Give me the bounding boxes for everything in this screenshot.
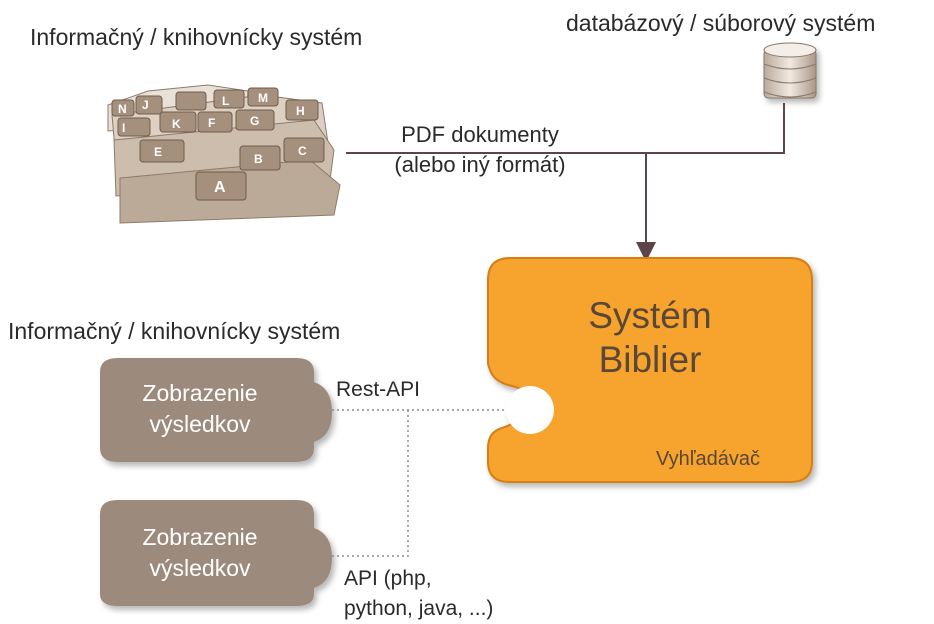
result-box-1: Zobrazenie výsledkov	[100, 378, 300, 440]
result-box-1-shape	[100, 358, 332, 462]
biblier-subtitle: Vyhľadávač	[656, 448, 761, 470]
pdf-connector-label: PDF dokumenty (alebo iný formát)	[360, 120, 600, 180]
card-tab-label: G	[250, 114, 259, 128]
database-label: databázový / súborový systém	[566, 10, 876, 36]
card-tab-label: N	[118, 102, 127, 116]
card-tab-label: C	[298, 144, 307, 158]
result-box-1-line1: Zobrazenie	[142, 380, 258, 406]
pdf-label-line2: (alebo iný formát)	[394, 152, 566, 177]
card-tab-label: J	[142, 98, 149, 112]
result-box-2-line2: výsledkov	[149, 555, 251, 581]
rest-api-label: Rest-API	[336, 378, 421, 401]
card-tab-label: B	[254, 152, 263, 166]
card-tab-label: E	[154, 145, 162, 159]
result-box-1-line2: výsledkov	[149, 411, 251, 437]
result-box-2-shape	[100, 500, 332, 606]
biblier-title-line2: Biblier	[598, 339, 702, 380]
card-tab-label: A	[214, 179, 226, 196]
api-line	[332, 410, 409, 557]
biblier-system-block	[487, 257, 813, 483]
database-connector-line	[645, 103, 785, 244]
top-system-label: Informačný / knihovnícky systém	[30, 24, 363, 50]
card-tab-label: M	[258, 91, 268, 105]
database-icon	[763, 42, 817, 99]
card-tab-label: H	[296, 104, 305, 118]
card-tab-label: I	[122, 121, 125, 135]
api-label-line1: API (php,	[344, 567, 432, 590]
biblier-title: Systém Biblier	[560, 294, 740, 382]
api-label: API (php, python, java, ...)	[344, 564, 493, 624]
api-label-line2: python, java, ...)	[344, 597, 494, 620]
bottom-system-label: Informačný / knihovnícky systém	[8, 318, 341, 344]
result-box-2-line1: Zobrazenie	[142, 524, 258, 550]
connector-lines	[346, 103, 785, 244]
arrow-down-icon	[636, 242, 656, 262]
biblier-title-line1: Systém	[588, 295, 712, 336]
card-catalog-icon: N I J K L M H F E G B C A	[100, 68, 346, 224]
card-tab-label: K	[172, 117, 181, 131]
card-tab-label: L	[222, 94, 229, 108]
api-connectors	[332, 409, 506, 557]
pdf-label-line1: PDF dokumenty	[401, 122, 559, 147]
card-tab-label: F	[208, 116, 215, 130]
result-box-2: Zobrazenie výsledkov	[100, 522, 300, 584]
